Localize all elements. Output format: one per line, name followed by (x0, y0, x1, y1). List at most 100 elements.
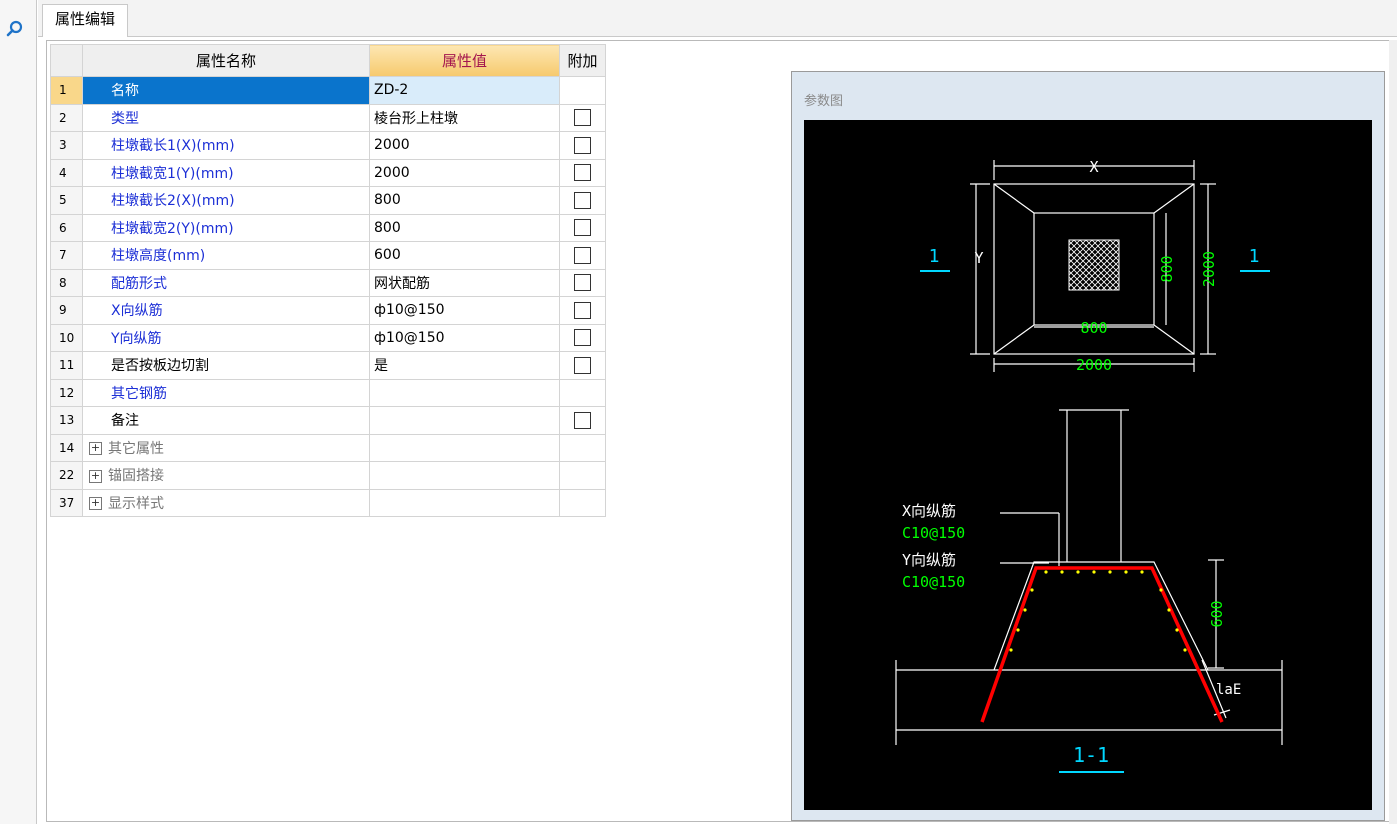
property-name: 名称 (111, 83, 139, 100)
extra-header[interactable]: 附加 (559, 44, 606, 77)
extra-checkbox[interactable] (574, 356, 591, 374)
row-number: 8 (50, 268, 83, 297)
table-row[interactable]: 22+锚固搭接 (50, 461, 606, 490)
property-name-cell[interactable]: Y向纵筋 (82, 323, 370, 352)
property-name-header[interactable]: 属性名称 (82, 44, 370, 77)
extra-cell (559, 103, 606, 132)
rebar-line (980, 566, 1224, 723)
property-name-cell[interactable]: 类型 (82, 103, 370, 132)
parameter-figure-window: 参数图 (791, 71, 1385, 821)
property-name-cell[interactable]: 柱墩截宽1(Y)(mm) (82, 158, 370, 187)
plan-y-label: Y (974, 249, 983, 267)
property-name-cell[interactable]: 柱墩截长2(X)(mm) (82, 186, 370, 215)
extra-cell (559, 186, 606, 215)
parameter-figure-canvas: X Y 2000 800 800 2000 1 1 (804, 120, 1372, 810)
extra-checkbox[interactable] (574, 136, 591, 154)
row-number: 7 (50, 241, 83, 270)
property-name-cell[interactable]: 柱墩截长1(X)(mm) (82, 131, 370, 160)
parameter-drawing: X Y 2000 800 800 2000 1 1 (895, 158, 1283, 773)
expand-icon[interactable]: + (89, 496, 102, 511)
property-value-cell[interactable]: ф10@150 (369, 323, 560, 352)
extra-checkbox[interactable] (574, 191, 591, 209)
property-value-cell[interactable] (369, 433, 560, 462)
property-name: 配筋形式 (111, 275, 167, 292)
row-number: 4 (50, 158, 83, 187)
plan-dim-outer-h: 2000 (1200, 251, 1218, 287)
property-name-cell[interactable]: 柱墩截宽2(Y)(mm) (82, 213, 370, 242)
property-value-cell[interactable]: 是 (369, 351, 560, 380)
property-name-cell[interactable]: 配筋形式 (82, 268, 370, 297)
property-name-cell[interactable]: 备注 (82, 406, 370, 435)
property-name: 柱墩截长2(X)(mm) (111, 193, 235, 210)
property-value-cell[interactable]: 棱台形上柱墩 (369, 103, 560, 132)
extra-cell (559, 76, 606, 105)
extra-checkbox[interactable] (574, 274, 591, 292)
property-value-header[interactable]: 属性值 (369, 44, 560, 77)
property-value-cell[interactable]: ф10@150 (369, 296, 560, 325)
property-name-cell[interactable]: + 其它属性 (82, 433, 370, 462)
property-value-cell[interactable]: 2000 (369, 158, 560, 187)
extra-cell (559, 378, 606, 407)
row-number: 10 (50, 323, 83, 352)
expand-icon[interactable]: + (89, 441, 102, 456)
extra-checkbox[interactable] (574, 301, 591, 319)
property-name-cell[interactable]: 名称 (82, 76, 370, 105)
property-name: 其它属性 (108, 440, 164, 457)
row-number: 3 (50, 131, 83, 160)
plan-x-label: X (1089, 158, 1098, 176)
extra-checkbox[interactable] (574, 219, 591, 237)
section-y-bar-label: Y向纵筋 (902, 551, 956, 569)
plan-dim-outer-w: 2000 (1076, 356, 1112, 374)
property-value-cell[interactable]: 600 (369, 241, 560, 270)
extra-checkbox[interactable] (574, 109, 591, 127)
property-value-cell[interactable] (369, 406, 560, 435)
extra-checkbox[interactable] (574, 246, 591, 264)
property-value-cell[interactable] (369, 378, 560, 407)
extra-cell (559, 296, 606, 325)
property-name-cell[interactable]: +显示样式 (82, 488, 370, 517)
extra-cell (559, 461, 606, 490)
table-row[interactable]: 14+其它属性 (50, 433, 606, 462)
table-row[interactable]: 37+显示样式 (50, 488, 606, 517)
extra-checkbox[interactable] (574, 164, 591, 182)
table-row[interactable]: 8 配筋形式 网状配筋 (50, 268, 606, 297)
property-value-cell[interactable]: 800 (369, 186, 560, 215)
right-scrollbar[interactable] (1389, 40, 1397, 824)
property-value-cell[interactable] (369, 461, 560, 490)
extra-checkbox[interactable] (574, 329, 591, 347)
tab-property-edit[interactable]: 属性编辑 (42, 4, 129, 37)
property-value-cell[interactable]: 2000 (369, 131, 560, 160)
expand-icon[interactable]: + (89, 468, 102, 483)
property-value-cell[interactable] (369, 488, 560, 517)
section-anchor-label: laE (1216, 682, 1241, 698)
extra-cell (559, 406, 606, 435)
property-name-cell[interactable]: 其它钢筋 (82, 378, 370, 407)
property-value-cell[interactable]: 网状配筋 (369, 268, 560, 297)
search-button[interactable] (3, 17, 27, 41)
table-row[interactable]: 4 柱墩截宽1(Y)(mm) 2000 (50, 158, 606, 187)
property-name-cell[interactable]: 是否按板边切割 (82, 351, 370, 380)
property-name-cell[interactable]: X向纵筋 (82, 296, 370, 325)
property-name-cell[interactable]: 柱墩高度(mm) (82, 241, 370, 270)
extra-checkbox[interactable] (574, 411, 591, 429)
property-name-cell[interactable]: +锚固搭接 (82, 461, 370, 490)
property-value-cell[interactable]: 800 (369, 213, 560, 242)
grid-header-row: 属性名称 属性值 附加 (50, 44, 606, 77)
extra-cell (559, 131, 606, 160)
property-name: 柱墩截宽1(Y)(mm) (111, 165, 234, 182)
row-number-header (50, 44, 83, 77)
property-value-cell[interactable]: ZD-2 (369, 76, 560, 105)
section-mark-left: 1 (929, 246, 940, 267)
plan-dim-inner-w: 800 (1080, 319, 1107, 337)
